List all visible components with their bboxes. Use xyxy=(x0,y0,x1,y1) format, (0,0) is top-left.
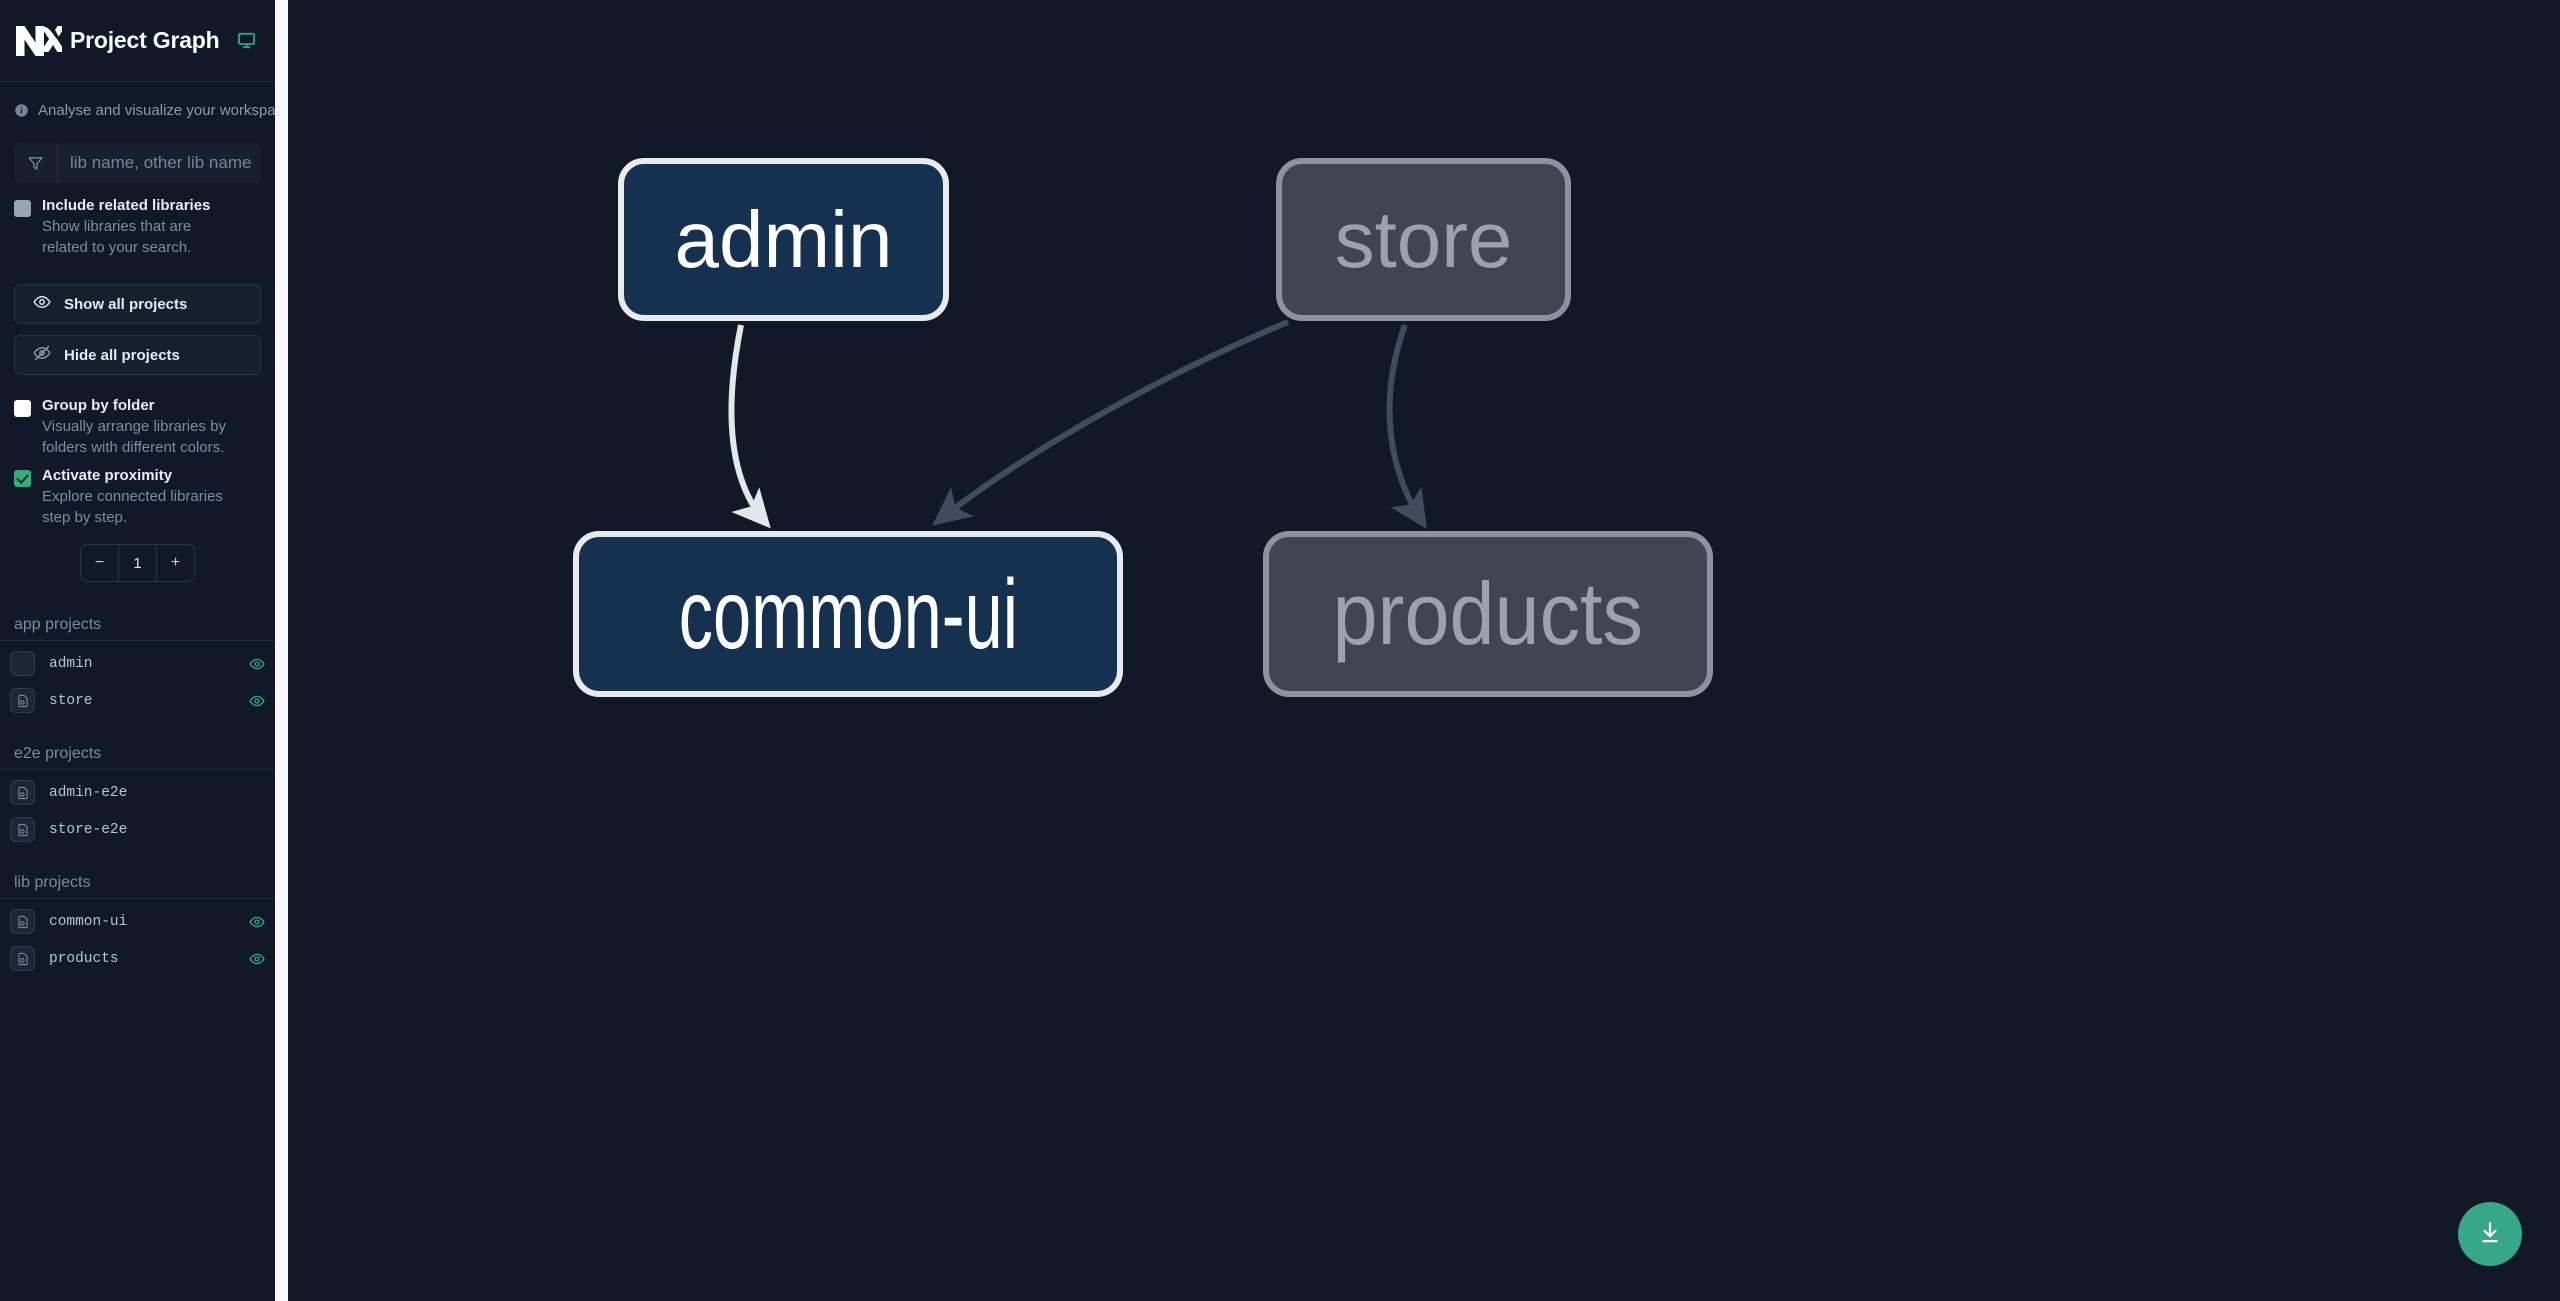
proximity-stepper: − 1 + xyxy=(80,544,195,582)
project-row-store[interactable]: store xyxy=(0,682,275,719)
project-file-icon xyxy=(10,909,35,934)
sidebar-tagline: Analyse and visualize your workspace. xyxy=(0,82,275,119)
hide-all-projects-label: Hide all projects xyxy=(64,346,180,364)
proximity-value: 1 xyxy=(118,545,157,581)
project-file-icon xyxy=(10,946,35,971)
monitor-icon[interactable] xyxy=(237,31,256,50)
page-title: Project Graph xyxy=(70,27,220,53)
edge-admin-to-common-ui xyxy=(728,324,771,529)
project-visibility-eye-icon[interactable] xyxy=(249,693,265,709)
group-heading: app projects xyxy=(0,616,275,641)
option-description: Explore connected libraries step by step… xyxy=(42,488,223,526)
option-description: Show libraries that are related to your … xyxy=(42,218,192,256)
search-input[interactable] xyxy=(58,143,261,183)
project-row-products[interactable]: products xyxy=(0,940,275,977)
graph-node-admin[interactable]: admin xyxy=(618,158,949,321)
graph-node-label: common-ui xyxy=(678,559,1018,669)
project-row-store-e2e[interactable]: store-e2e xyxy=(0,811,275,848)
sidebar-resize-handle[interactable] xyxy=(275,0,288,1301)
group-by-folder-checkbox[interactable] xyxy=(14,400,31,417)
graph-node-store[interactable]: store xyxy=(1276,158,1571,321)
download-icon xyxy=(2477,1220,2503,1249)
project-visibility-eye-icon[interactable] xyxy=(249,914,265,930)
option-activate-proximity[interactable]: Activate proximity Explore connected lib… xyxy=(0,458,275,528)
project-file-icon xyxy=(10,651,35,676)
proximity-increment-button[interactable]: + xyxy=(170,554,181,571)
show-all-projects-label: Show all projects xyxy=(64,295,188,313)
option-include-related-libraries[interactable]: Include related libraries Show libraries… xyxy=(0,183,275,258)
project-name: products xyxy=(49,950,119,967)
option-group-by-folder[interactable]: Group by folder Visually arrange librari… xyxy=(0,375,275,458)
graph-edges xyxy=(728,319,1427,530)
graph-canvas[interactable]: admin store common-ui products xyxy=(288,0,2560,1301)
project-file-icon xyxy=(10,817,35,842)
sidebar: Project Graph Analyse and visualize your… xyxy=(0,0,275,1301)
project-row-admin[interactable]: admin xyxy=(0,645,275,682)
graph-node-label: store xyxy=(1334,194,1513,284)
group-lib-projects: lib projects common-ui xyxy=(0,874,275,977)
sidebar-header: Project Graph xyxy=(0,0,275,82)
download-image-button[interactable] xyxy=(2458,1202,2522,1266)
activate-proximity-checkbox[interactable] xyxy=(14,470,31,487)
include-related-libraries-checkbox[interactable] xyxy=(14,200,31,217)
project-file-icon xyxy=(10,688,35,713)
project-visibility-eye-icon[interactable] xyxy=(249,656,265,672)
filter-icon xyxy=(14,143,58,183)
project-name: store-e2e xyxy=(49,821,128,838)
project-row-common-ui[interactable]: common-ui xyxy=(0,903,275,940)
project-name: common-ui xyxy=(49,913,128,930)
tagline-text: Analyse and visualize your workspace. xyxy=(38,102,275,119)
search-box[interactable] xyxy=(14,143,261,183)
graph-node-common-ui[interactable]: common-ui xyxy=(573,531,1123,697)
group-heading: lib projects xyxy=(0,874,275,899)
graph-node-label: products xyxy=(1332,564,1644,663)
option-description: Visually arrange libraries by folders wi… xyxy=(42,418,226,456)
edge-store-to-products xyxy=(1386,323,1427,530)
hide-all-projects-button[interactable]: Hide all projects xyxy=(14,335,261,375)
group-e2e-projects: e2e projects admin-e2e store-e2 xyxy=(0,745,275,848)
proximity-decrement-button[interactable]: − xyxy=(94,554,105,571)
project-name: admin-e2e xyxy=(49,784,128,801)
group-heading: e2e projects xyxy=(0,745,275,770)
graph-node-label: admin xyxy=(674,194,893,284)
project-file-icon xyxy=(10,780,35,805)
project-visibility-eye-icon[interactable] xyxy=(249,951,265,967)
group-app-projects: app projects admin xyxy=(0,616,275,719)
project-row-admin-e2e[interactable]: admin-e2e xyxy=(0,774,275,811)
option-label: Activate proximity xyxy=(42,467,173,484)
nx-logo-icon xyxy=(14,18,62,64)
eye-off-icon xyxy=(33,344,51,367)
project-name: admin xyxy=(49,655,93,672)
visibility-buttons: Show all projects Hide all projects xyxy=(0,284,275,375)
option-label: Group by folder xyxy=(42,397,155,414)
show-all-projects-button[interactable]: Show all projects xyxy=(14,284,261,324)
project-name: store xyxy=(49,692,93,709)
eye-icon xyxy=(33,293,51,316)
graph-node-products[interactable]: products xyxy=(1263,531,1713,697)
edge-store-to-common-ui xyxy=(932,319,1290,526)
option-label: Include related libraries xyxy=(42,197,211,214)
info-icon xyxy=(14,103,29,118)
